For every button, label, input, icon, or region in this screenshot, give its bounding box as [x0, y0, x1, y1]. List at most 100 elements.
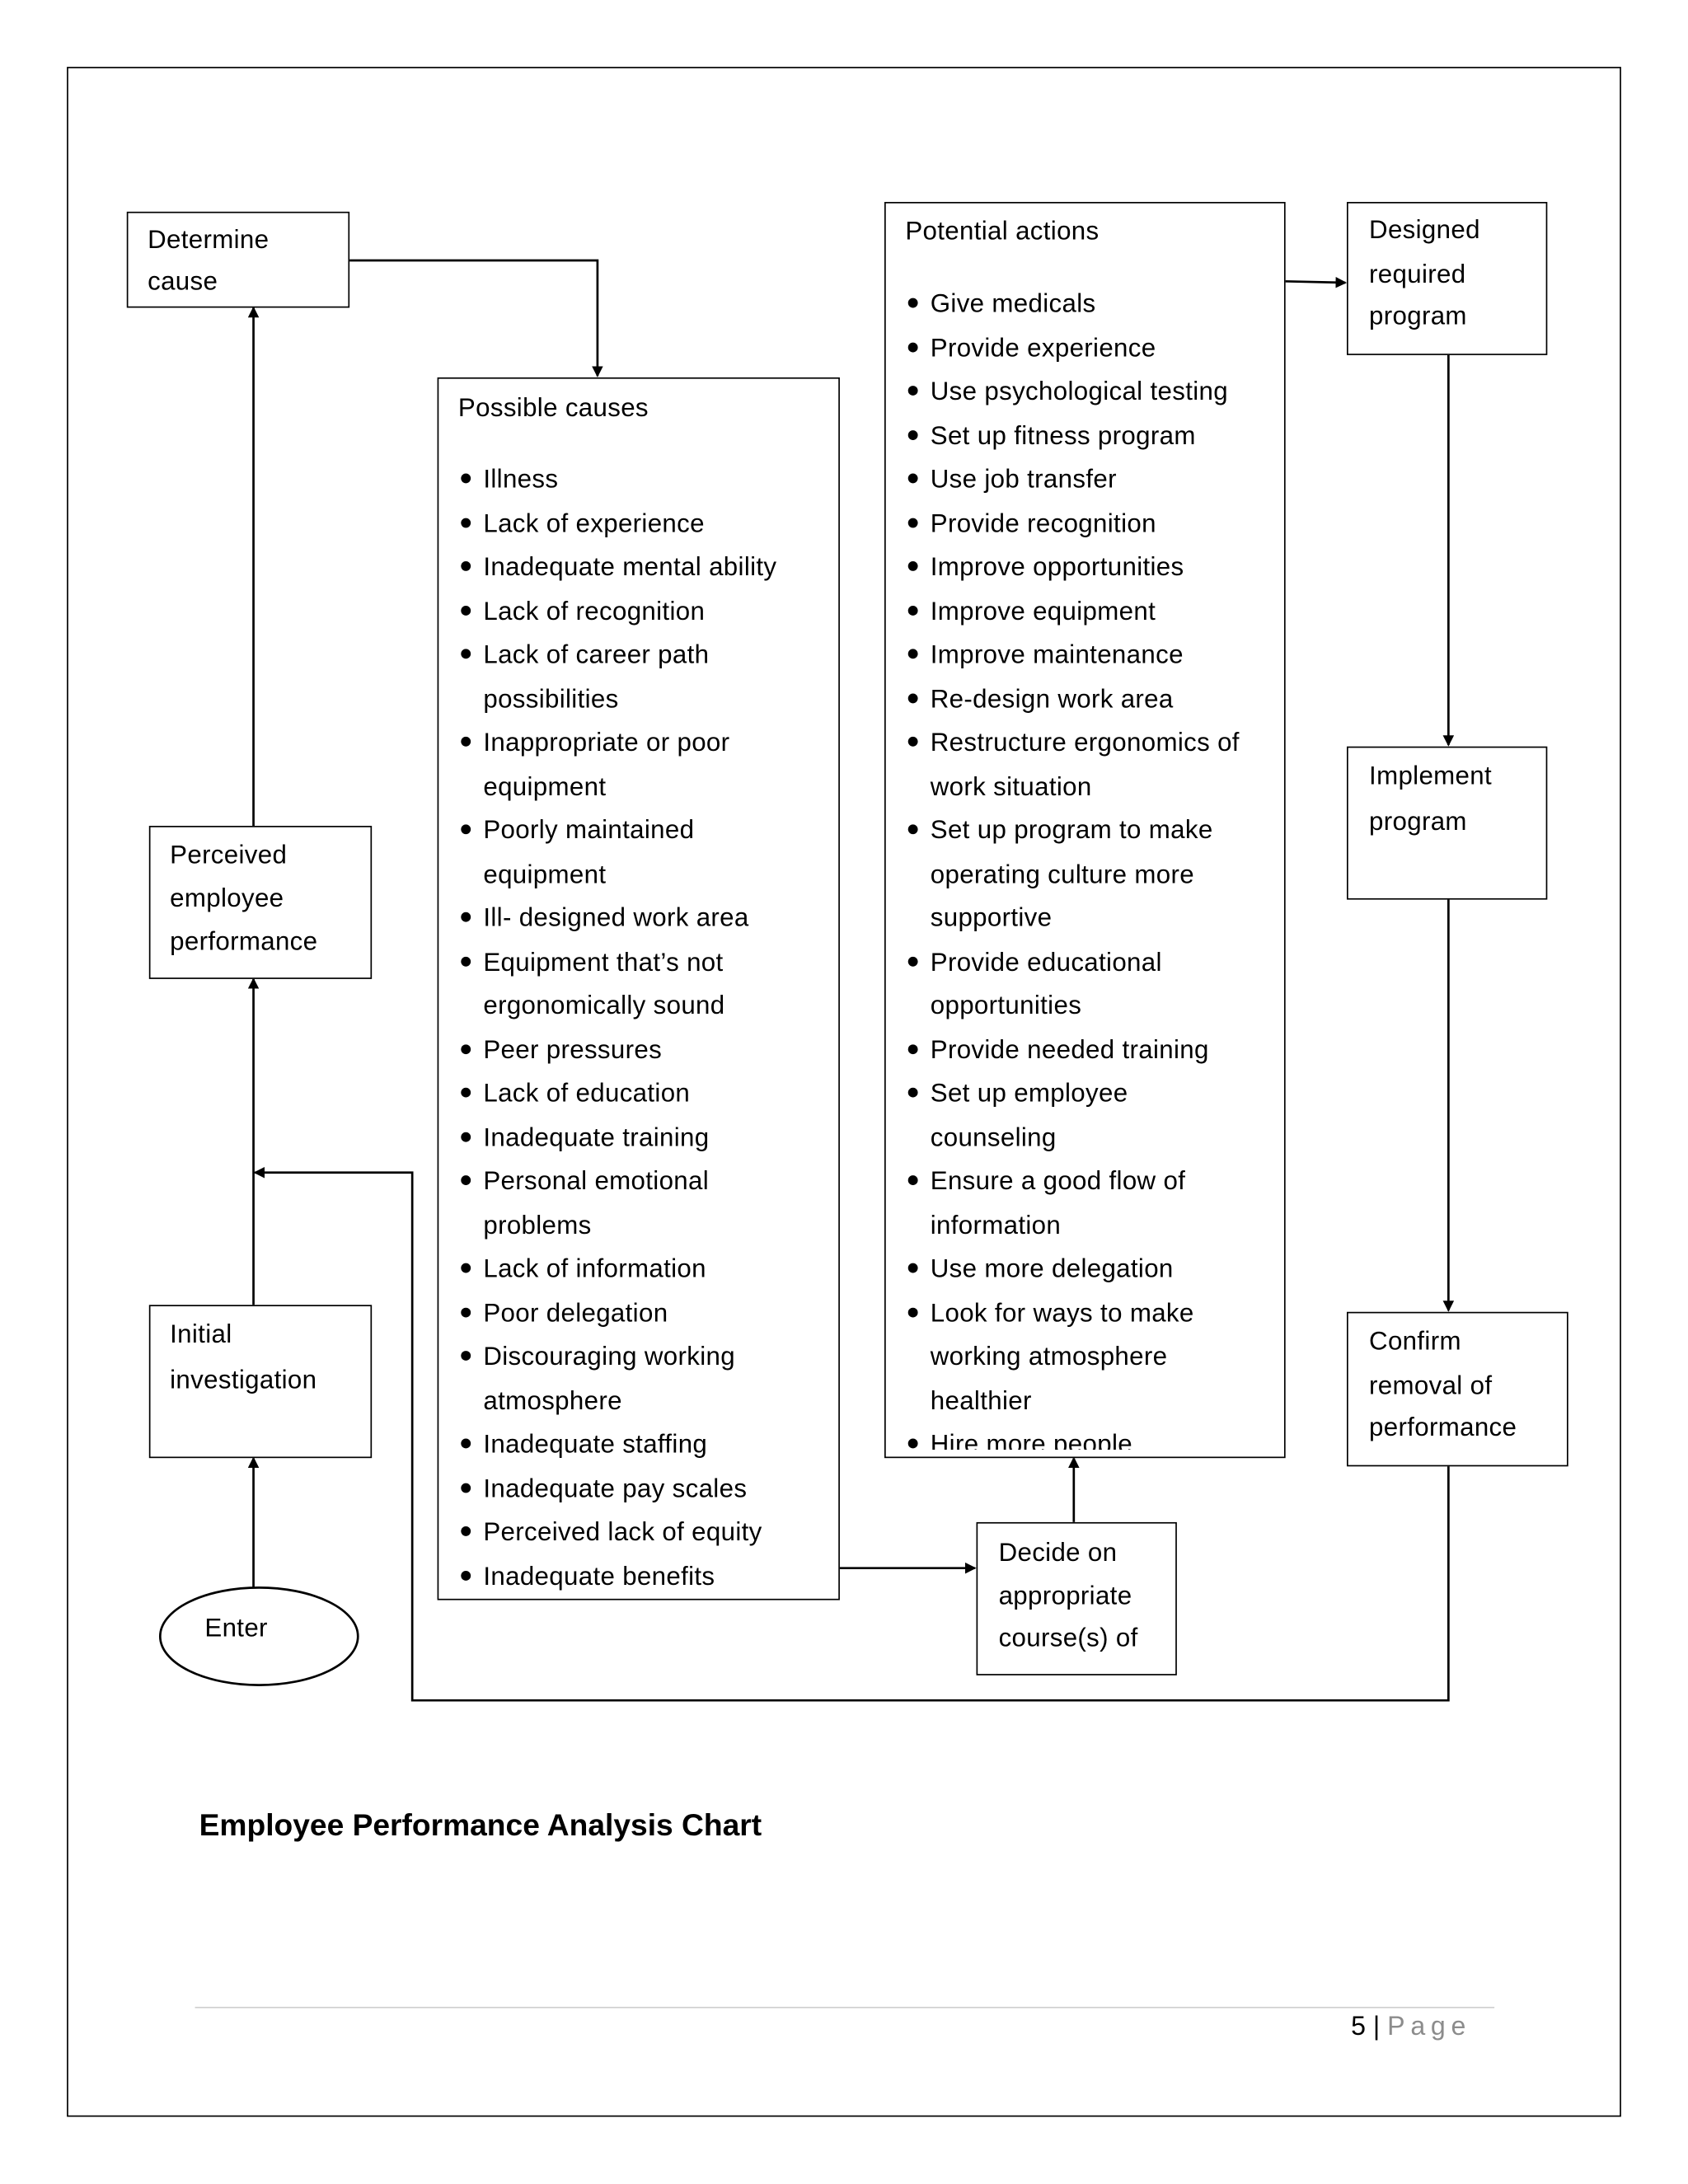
list-item-line: information — [930, 1209, 1062, 1240]
list-item: Inadequate staffing — [461, 1422, 776, 1465]
bullet-icon — [907, 386, 918, 396]
bullet-icon — [907, 736, 918, 747]
list-item-line: problems — [483, 1209, 592, 1240]
list-item-line: Restructure ergonomics of — [930, 727, 1240, 757]
list-item-line: Inadequate mental ability — [483, 551, 777, 581]
node-text: Implement — [1369, 760, 1493, 790]
bullet-icon — [461, 956, 471, 966]
arrow-determine-to-causes — [348, 259, 603, 377]
node-text: employee — [170, 883, 284, 912]
list-item: Use more delegation — [907, 1246, 1240, 1290]
list-item: Set up fitness program — [907, 413, 1240, 457]
list-item-line: possibilities — [483, 682, 619, 713]
node-text: investigation — [170, 1364, 317, 1394]
list-item-line: Discouraging working — [483, 1341, 735, 1371]
list-item-line: Illness — [483, 463, 559, 494]
list-item-line: Poorly maintained — [483, 814, 695, 845]
list-item-line: Poor delegation — [483, 1297, 668, 1327]
list-item: Use job transfer — [907, 457, 1240, 500]
arrow-confirm-feedback-loop — [253, 1167, 1450, 1702]
list-item: Peer pressures — [461, 1027, 776, 1071]
node-text: Initial — [170, 1319, 232, 1348]
list-item-line: Inadequate training — [483, 1122, 710, 1151]
node-text: performance — [1369, 1412, 1517, 1441]
footer-divider — [195, 2006, 1495, 2008]
list-item: Inadequate benefits — [461, 1554, 776, 1597]
list-item: Re-design work area — [907, 676, 1240, 719]
node-enter-label: Enter — [204, 1612, 268, 1643]
list-item-line: Look for ways to make — [930, 1297, 1194, 1327]
list-item-line: Use psychological testing — [930, 376, 1228, 405]
list-item: Give medicals — [907, 281, 1240, 325]
node-text: Perceived — [170, 839, 288, 869]
list-item-line: Inadequate staffing — [483, 1428, 708, 1459]
list-item-line: opportunities — [930, 990, 1082, 1019]
list-item: Provide recognition — [907, 500, 1240, 544]
list-item-line: equipment — [483, 771, 607, 800]
list-item-line: Use more delegation — [930, 1253, 1174, 1283]
bullet-icon — [461, 1351, 471, 1361]
bullet-icon — [907, 1043, 918, 1054]
page-separator: | — [1372, 2012, 1381, 2042]
list-item: Provide needed training — [907, 1027, 1240, 1071]
bullet-icon — [461, 736, 471, 747]
node-decide-course: Decide on appropriate course(s) of — [976, 1521, 1177, 1675]
list-item: Use psychological testing — [907, 369, 1240, 413]
list-item: Improve equipment — [907, 588, 1240, 632]
list-item-line: supportive — [930, 902, 1053, 932]
list-item: Lack of experience — [461, 500, 776, 544]
list-item-line: Ill- designed work area — [483, 902, 749, 932]
list-item: Illness — [461, 457, 776, 500]
bullet-icon — [907, 649, 918, 659]
list-item-line: Improve maintenance — [930, 639, 1184, 669]
bullet-icon — [907, 517, 918, 527]
node-text: cause — [148, 265, 218, 296]
page-footer: 5 | Page — [1351, 2013, 1471, 2043]
bullet-icon — [907, 824, 918, 835]
node-text: Decide on — [998, 1537, 1118, 1567]
node-text: course(s) of — [998, 1622, 1138, 1652]
bullet-icon — [461, 560, 471, 571]
node-text: program — [1369, 300, 1467, 330]
bullet-icon — [461, 1175, 471, 1185]
list-item-line: Lack of recognition — [483, 595, 706, 625]
list-item: Inadequate pay scales — [461, 1465, 776, 1509]
bullet-icon — [461, 1570, 471, 1581]
bullet-icon — [907, 473, 918, 484]
list-item: Provide experience — [907, 326, 1240, 369]
bullet-icon — [461, 1306, 471, 1317]
bullet-icon — [907, 429, 918, 440]
bullet-icon — [907, 298, 918, 308]
list-item-line: Improve equipment — [930, 595, 1156, 625]
list-item: Lack of information — [461, 1246, 776, 1290]
list-item-line: healthier — [930, 1385, 1032, 1414]
bullet-icon — [907, 341, 918, 352]
page-number: 5 — [1351, 2012, 1366, 2042]
bullet-icon — [461, 649, 471, 659]
list-item-line: Perceived lack of equity — [483, 1516, 762, 1546]
list-item-line: Lack of information — [483, 1253, 706, 1283]
node-text: Determine — [148, 224, 270, 254]
list-item-line: Provide needed training — [930, 1033, 1209, 1064]
bullet-icon — [461, 1526, 471, 1536]
node-initial-investigation: Initial investigation — [148, 1305, 373, 1459]
list-item: Inadequate mental ability — [461, 545, 777, 588]
bullet-icon — [461, 605, 471, 616]
list-item: Improve opportunities — [907, 545, 1240, 588]
list-item: Restructure ergonomics of work situation — [907, 720, 1240, 808]
bullet-icon — [461, 517, 471, 527]
node-text: Designed — [1369, 214, 1480, 244]
list-item-line: Improve opportunities — [930, 551, 1184, 581]
list-item-line: work situation — [930, 771, 1092, 800]
node-text: Confirm — [1369, 1325, 1461, 1356]
list-item-line: Lack of experience — [483, 507, 705, 537]
